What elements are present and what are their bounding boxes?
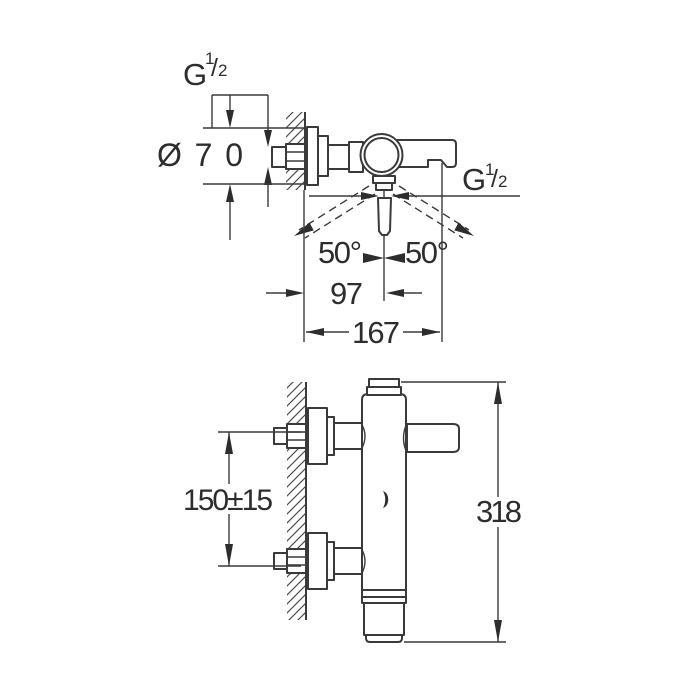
swing-rays <box>294 185 474 239</box>
inlet-hex-nut <box>285 143 306 170</box>
outlet-thread-label: G <box>462 162 486 197</box>
escutcheon-diameter-label: Ø70 <box>157 137 243 173</box>
cross-handle <box>406 423 460 453</box>
dimension-97: 97 <box>266 276 422 311</box>
dimension-167: 167 <box>306 315 440 350</box>
inlet-thread-sub: 2 <box>218 61 227 80</box>
depth-167-label: 167 <box>352 315 400 350</box>
upper-connection <box>273 407 366 465</box>
upper-hex-nut <box>286 423 307 449</box>
angle-vertex-arrow-left <box>363 253 384 263</box>
escutcheon-side <box>306 126 319 186</box>
lower-hex-nut <box>286 548 307 574</box>
angle-vertex-arrow-right <box>384 253 405 263</box>
outlet-thread-sub: 2 <box>498 172 507 191</box>
inlet-thread-sup: 1 <box>205 49 214 68</box>
spout-side <box>396 139 457 168</box>
dimension-escutcheon-diameter: Ø70 <box>157 127 308 185</box>
inlet-thread-slash: / <box>211 54 218 82</box>
control-knob-inner <box>363 137 400 173</box>
control-knob-outer <box>359 133 404 177</box>
shower-outlet-bottom <box>361 589 407 643</box>
inlet-connection-side <box>271 126 364 186</box>
spacing-150-label: 150±15 <box>183 484 273 517</box>
depth-97-label: 97 <box>330 276 363 311</box>
outlet-thread-slash: / <box>491 165 498 193</box>
swing-angle-left-label: 50° <box>318 235 362 270</box>
upper-inlet-tube <box>333 422 363 450</box>
lower-escutcheon <box>307 532 328 590</box>
dimension-outlet-thread: G 1 / 2 <box>309 160 520 200</box>
inlet-thread-label: G <box>183 57 207 92</box>
upper-escutcheon <box>307 407 328 465</box>
front-view: 150±15 318 <box>183 378 522 643</box>
inlet-thread-stub <box>271 146 288 168</box>
escutcheon-step <box>317 135 329 177</box>
shower-outlet-handle <box>377 197 392 236</box>
lower-inlet-tube <box>333 547 363 575</box>
dimension-318: 318 <box>401 381 522 643</box>
top-cap-a <box>368 378 400 388</box>
height-318-label: 318 <box>476 494 522 529</box>
outlet-thread-sup: 1 <box>485 160 494 179</box>
body-tube-a <box>327 144 350 170</box>
top-cap-b <box>366 386 402 396</box>
outlet-collar-b <box>375 182 393 191</box>
cross-handle-base <box>402 422 408 454</box>
lower-connection <box>273 532 366 590</box>
outlet-collar-a <box>372 175 396 184</box>
dimension-150: 150±15 <box>183 431 301 567</box>
swing-arrowhead-right <box>454 222 474 236</box>
spout-end-dot <box>383 491 389 508</box>
wall-hatch-front <box>287 382 306 620</box>
side-view: G 1 / 2 Ø70 G 1 / 2 50° 50° <box>157 49 520 350</box>
dimension-inlet-thread: G 1 / 2 <box>183 49 272 240</box>
